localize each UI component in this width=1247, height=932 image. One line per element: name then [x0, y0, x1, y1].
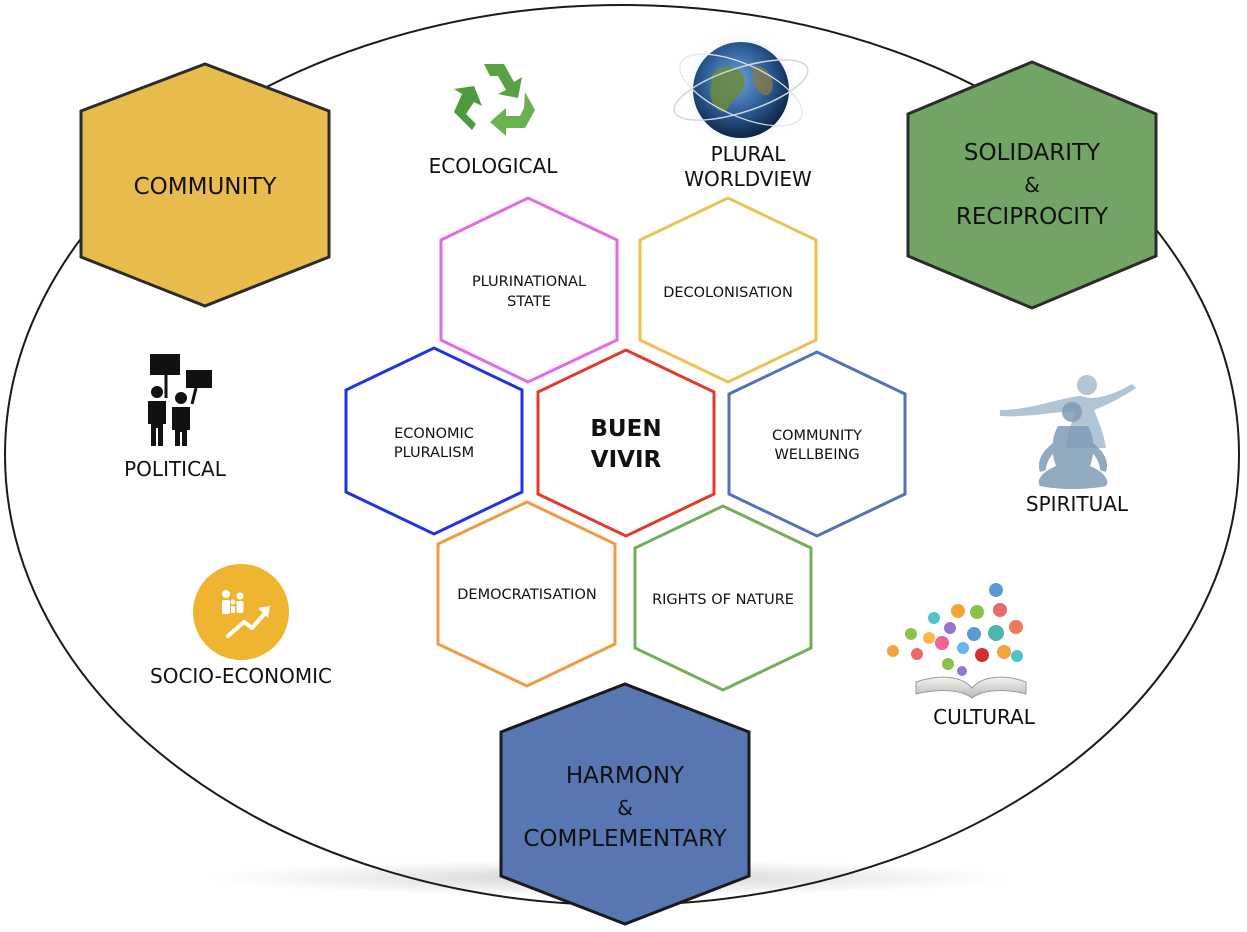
community-wellbeing-line2: WELLBEING	[774, 447, 859, 463]
plural-worldview-line1: PLURAL	[711, 142, 787, 166]
plurinational-line1: PLURINATIONAL	[472, 274, 586, 290]
hex-harmony-line3: COMPLEMENTARY	[523, 826, 727, 852]
hex-solidarity-line3: RECIPROCITY	[956, 204, 1109, 230]
hex-solidarity-reciprocity: SOLIDARITY & RECIPROCITY	[906, 60, 1158, 310]
family-growth-icon	[193, 564, 289, 660]
decolonisation-label: DECOLONISATION	[663, 285, 793, 301]
recycle-icon	[454, 64, 535, 136]
political-label: POLITICAL	[124, 457, 227, 481]
protesters-icon	[148, 354, 212, 446]
hex-harmony-complementary: HARMONY & COMPLEMENTARY	[499, 682, 751, 926]
spiritual-label: SPIRITUAL	[1026, 492, 1129, 516]
buen-vivir-line1: BUEN	[590, 416, 661, 442]
hex-harmony-line2: &	[617, 796, 633, 820]
socio-economic-label: SOCIO-ECONOMIC	[150, 664, 332, 688]
buen-vivir-line2: VIVIR	[591, 447, 662, 473]
ecological-label: ECOLOGICAL	[429, 154, 559, 178]
open-book-icons-icon	[887, 583, 1027, 699]
cultural-label: CULTURAL	[933, 705, 1036, 729]
hex-community: COMMUNITY	[79, 62, 331, 308]
plurinational-line2: STATE	[507, 294, 551, 310]
hex-harmony-line1: HARMONY	[566, 763, 685, 789]
hex-community-wellbeing: COMMUNITY WELLBEING	[727, 350, 907, 538]
community-wellbeing-line1: COMMUNITY	[772, 428, 862, 444]
economic-pluralism-line1: ECONOMIC	[394, 426, 474, 442]
hex-plurinational-state: PLURINATIONAL STATE	[439, 196, 619, 384]
hex-solidarity-line1: SOLIDARITY	[964, 140, 1101, 166]
plural-worldview-line2: WORLDVIEW	[684, 167, 812, 191]
hex-democratisation: DEMOCRATISATION	[436, 500, 617, 688]
hex-solidarity-line2: &	[1024, 173, 1040, 197]
rights-of-nature-label: RIGHTS OF NATURE	[652, 592, 794, 608]
hex-buen-vivir: BUEN VIVIR	[536, 348, 716, 538]
democratisation-label: DEMOCRATISATION	[457, 587, 596, 603]
globe-icon	[673, 28, 809, 152]
hex-rights-of-nature: RIGHTS OF NATURE	[633, 504, 813, 692]
hex-community-label: COMMUNITY	[134, 174, 278, 200]
meditation-icon	[1000, 375, 1136, 489]
hex-decolonisation: DECOLONISATION	[638, 196, 818, 384]
hex-economic-pluralism: ECONOMIC PLURALISM	[344, 346, 524, 536]
economic-pluralism-line2: PLURALISM	[394, 445, 474, 461]
